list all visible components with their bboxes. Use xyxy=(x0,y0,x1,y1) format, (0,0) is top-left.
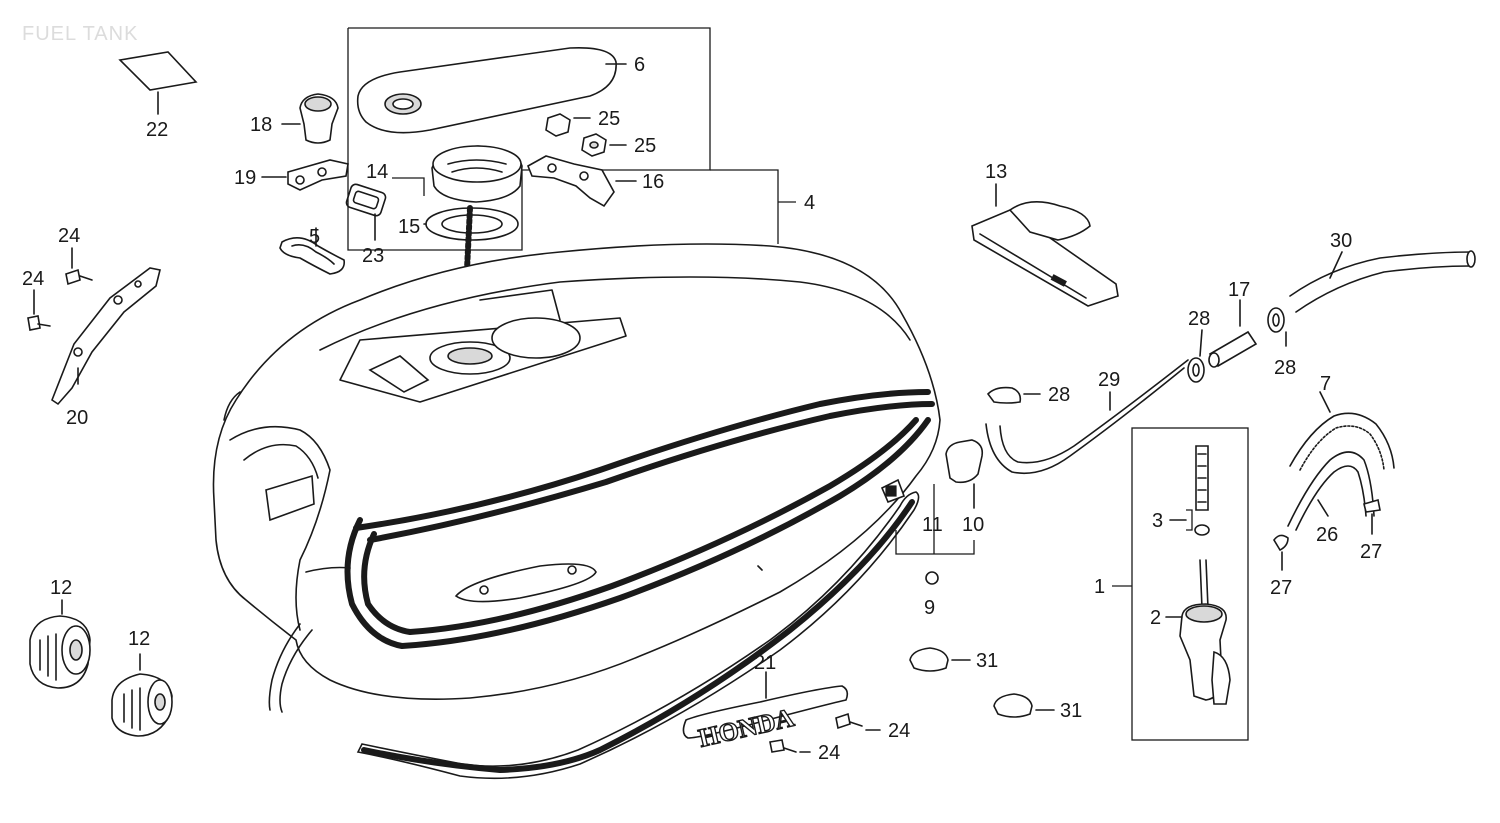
callout-9: 9 xyxy=(924,597,935,619)
callout-27-right: 27 xyxy=(1360,541,1382,563)
diagram-heading: FUEL TANK xyxy=(22,23,138,45)
callout-24-emblem-lower: 24 xyxy=(818,742,840,764)
part-14-fuel-cap xyxy=(392,145,523,203)
callout-12-right: 12 xyxy=(128,628,150,650)
callout-22: 22 xyxy=(146,119,168,141)
callout-3: 3 xyxy=(1152,510,1163,532)
callout-24-left: 24 xyxy=(22,268,44,290)
part-lower-trim-rubber xyxy=(356,491,920,780)
part-18-key-lock xyxy=(281,93,339,144)
callout-16: 16 xyxy=(642,171,664,193)
part-25-nut-upper xyxy=(545,113,591,137)
part-26-tube xyxy=(1287,451,1375,531)
callout-29: 29 xyxy=(1098,369,1120,391)
callout-28-mid: 28 xyxy=(1188,308,1210,330)
callout-15: 15 xyxy=(398,216,420,238)
callout-19: 19 xyxy=(234,167,256,189)
callout-6: 6 xyxy=(634,54,645,76)
callout-25-lower: 25 xyxy=(634,135,656,157)
part-24-screw-emblem-right xyxy=(835,712,881,731)
part-25-nut-lower xyxy=(581,133,627,157)
callout-21: 21 xyxy=(754,652,776,674)
callout-24-upper: 24 xyxy=(58,225,80,247)
part-11-grommet xyxy=(880,478,906,504)
callout-28-left: 28 xyxy=(1048,384,1070,406)
callout-23: 23 xyxy=(362,245,384,267)
part-28-clip-mid xyxy=(1187,329,1205,383)
callout-4: 4 xyxy=(804,192,815,214)
callout-10: 10 xyxy=(962,514,984,536)
part-31-cap-lower xyxy=(993,693,1055,718)
part-12-filter-left xyxy=(29,599,91,689)
part-16-latch xyxy=(526,155,637,208)
callout-31-upper: 31 xyxy=(976,650,998,672)
part-12-filter-right xyxy=(111,653,173,737)
callout-7: 7 xyxy=(1320,373,1331,395)
grommet-box xyxy=(895,484,975,555)
part-13-seat-stop xyxy=(971,183,1119,307)
part-30-breather-hose xyxy=(1289,250,1476,313)
callout-17: 17 xyxy=(1228,279,1250,301)
callout-14: 14 xyxy=(366,161,388,183)
callout-20: 20 xyxy=(66,407,88,429)
callout-13: 13 xyxy=(985,161,1007,183)
callout-11: 11 xyxy=(922,514,943,536)
callout-5: 5 xyxy=(309,226,320,248)
part-24-screw-emblem-lower xyxy=(769,739,811,753)
callout-30: 30 xyxy=(1330,230,1352,252)
callout-18: 18 xyxy=(250,114,272,136)
part-7-vacuum-tube xyxy=(1289,391,1395,471)
part-5-seal xyxy=(279,227,346,275)
callout-2: 2 xyxy=(1150,607,1161,629)
part-22-pad xyxy=(118,51,198,115)
part-28-clip-left xyxy=(986,386,1041,404)
part-23-gasket xyxy=(345,183,387,241)
part-3-strainer xyxy=(1169,445,1210,536)
part-20-bracket xyxy=(51,267,161,406)
tank-drain-tube xyxy=(268,623,313,713)
part-19-hinge xyxy=(261,159,349,191)
part-2-fuel-valve xyxy=(1165,559,1231,705)
part-27-clip-left xyxy=(1273,534,1289,571)
part-10-cushion xyxy=(945,439,984,509)
callout-26: 26 xyxy=(1316,524,1338,546)
callout-27-left: 27 xyxy=(1270,577,1292,599)
callout-24-emblem-right: 24 xyxy=(888,720,910,742)
part-17-joint-pipe xyxy=(1208,299,1258,368)
callout-12-left: 12 xyxy=(50,577,72,599)
part-6-cover-plate xyxy=(356,46,627,134)
part-24-screw-left xyxy=(27,289,51,331)
callout-25-upper: 25 xyxy=(598,108,620,130)
part-28-clip-right xyxy=(1267,307,1287,347)
part-31-cap-upper xyxy=(909,647,971,672)
callout-31-lower: 31 xyxy=(1060,700,1082,722)
part-27-clip-right xyxy=(1363,498,1381,535)
fuel-valve-box xyxy=(1112,427,1249,741)
part-9-clip xyxy=(925,571,939,585)
callout-28-right: 28 xyxy=(1274,357,1296,379)
callout-1: 1 xyxy=(1094,576,1105,598)
fuel-tank-body xyxy=(212,243,941,700)
part-24-screw-upper-left xyxy=(65,247,93,286)
part-29-fuel-hose xyxy=(985,359,1189,475)
